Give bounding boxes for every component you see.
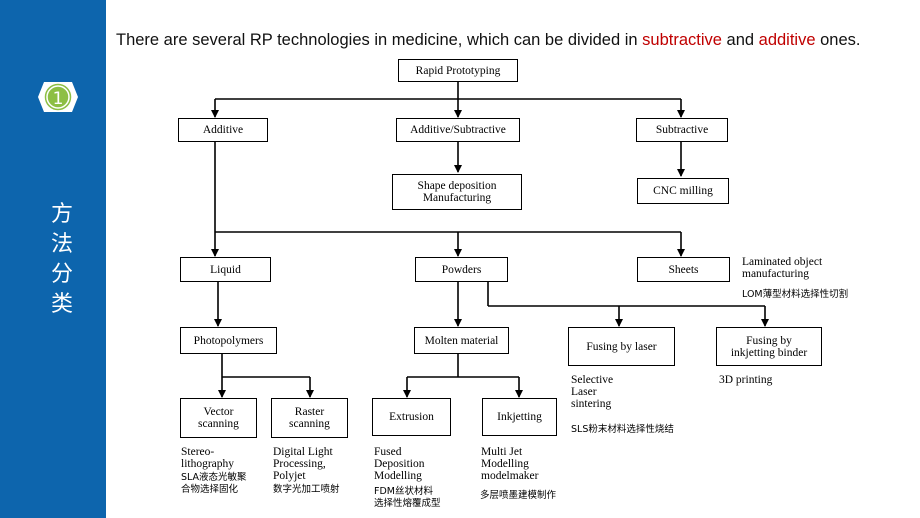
vector-scanning-box: Vector scanning [180,398,257,438]
additive-box: Additive [178,118,268,142]
sidebar: 1 方 法 分 类 [0,0,106,518]
fdm-chinese-label: FDM丝状材料 选择性熔覆成型 [374,486,441,509]
photopolymers-box: Photopolymers [180,327,277,354]
intro-sentence: There are several RP technologies in med… [116,31,861,49]
additive-subtractive-box: Additive/Subtractive [396,118,520,142]
stereolithography-label: Stereo- lithography [181,446,235,470]
dlp-label: Digital Light Processing, Polyjet [273,446,333,482]
molten-material-box: Molten material [414,327,509,354]
side-title-char: 方 [50,202,73,227]
extrusion-box: Extrusion [372,398,451,436]
shape-deposition-box: Shape deposition Manufacturing [392,174,522,210]
rapid-prototyping-box: Rapid Prototyping [398,59,518,82]
additive-highlight: additive [758,31,816,49]
mjm-chinese-label: 多层喷墨建模制作 [480,490,557,501]
fusing-by-inkjetting-binder-box: Fusing by inkjetting binder [716,327,822,366]
lom-chinese-label: LOM薄型材料选择性切割 [742,289,849,300]
dlp-chinese-label: 数字光加工喷射 [273,484,340,495]
sls-chinese-label: SLS粉末材料选择性烧结 [571,424,674,435]
inkjetting-box: Inkjetting [482,398,557,436]
lom-label: Laminated object manufacturing [742,256,823,280]
subtractive-highlight: subtractive [642,31,722,49]
stereolithography-chinese-label: SLA液态光敏聚 合物选择固化 [181,472,247,495]
liquid-box: Liquid [180,257,271,282]
raster-scanning-box: Raster scanning [271,398,348,438]
fusing-by-laser-box: Fusing by laser [568,327,675,366]
fdm-label: Fused Deposition Modelling [374,446,425,482]
side-title: 方 法 分 类 [42,200,82,320]
number-badge-icon: 1 [38,82,78,112]
badge-number: 1 [53,89,64,109]
sheets-box: Sheets [637,257,730,282]
subtractive-box: Subtractive [636,118,728,142]
powders-box: Powders [415,257,508,282]
sls-label: Selective Laser sintering [571,374,614,410]
side-title-char: 法 [50,232,73,257]
mjm-label: Multi Jet Modelling modelmaker [481,446,539,482]
cnc-milling-box: CNC milling [637,178,729,204]
side-title-char: 分 [50,262,73,287]
side-title-char: 类 [50,292,73,317]
3d-printing-label: 3D printing [719,374,773,386]
